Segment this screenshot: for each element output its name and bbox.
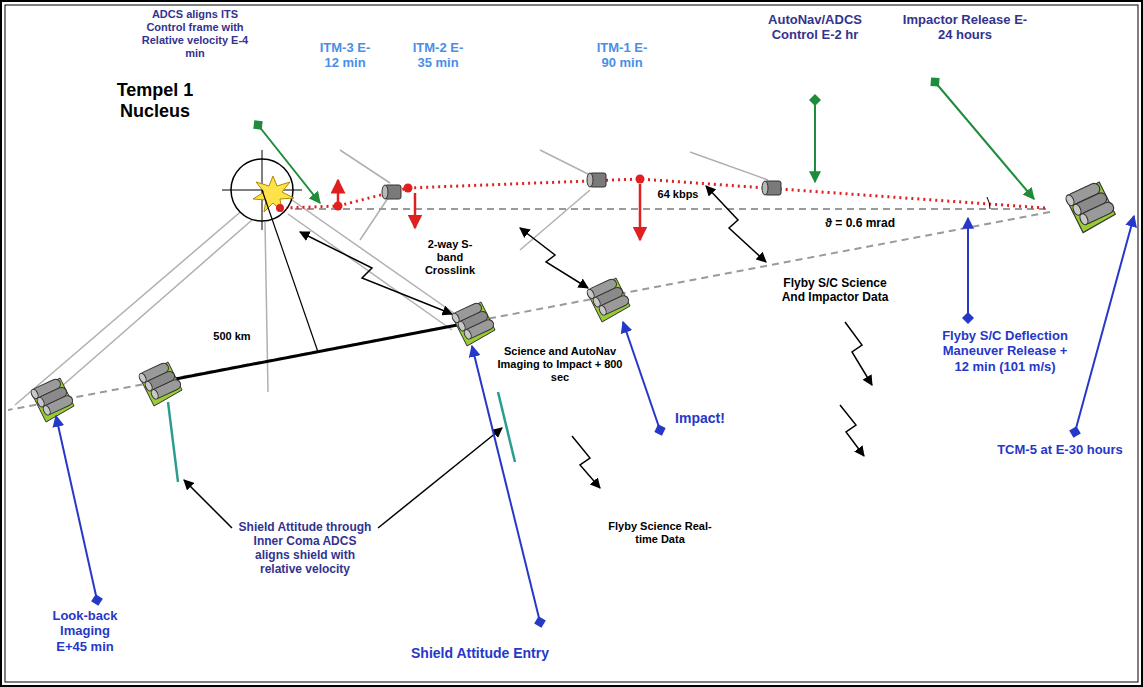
range-line: [160, 190, 473, 382]
callout-arrow: [184, 428, 502, 528]
annotation-label: Impact!: [673, 410, 727, 427]
flyby-spacecraft: [451, 300, 495, 346]
leader-line: [258, 125, 320, 203]
impactor-path: [636, 175, 645, 184]
annotation-label: ϑ = 0.6 mrad: [823, 216, 897, 230]
flyby-spacecraft: [30, 180, 1116, 422]
range-line: [262, 190, 318, 352]
leader-line: [472, 346, 540, 622]
crosslink-arrow: [572, 436, 600, 488]
annotation-label: ITM-1 E-90 min: [589, 40, 655, 71]
sight-lines: [690, 152, 768, 180]
flyby-spacecraft: [586, 276, 630, 322]
annotation-label: Flyby S/C Science And Impactor Data: [771, 276, 899, 304]
annotation-label: 2-way S-band Crosslink: [419, 238, 481, 277]
annotation-label: Science and AutoNav Imaging to Impact + …: [490, 345, 630, 384]
maneuver-arrow: [414, 193, 417, 228]
leader-line: [1075, 216, 1134, 432]
crosslink-arrow: [706, 186, 766, 262]
leader-line: [935, 82, 1034, 199]
impactor-spacecraft: [382, 173, 781, 199]
annotation-label: Shield Attitude through Inner Coma ADCS …: [235, 520, 375, 577]
sight-lines: [520, 190, 590, 250]
shield-line: [168, 392, 515, 482]
comet-nucleus: [253, 176, 294, 212]
impactor-spacecraft: [762, 181, 781, 195]
maneuver-arrow: [337, 180, 340, 203]
annotation-label: Tempel 1 Nucleus: [105, 80, 205, 122]
impactor-path: [404, 184, 413, 193]
leader-line: [56, 216, 1134, 622]
trajectory-lines: [8, 212, 1050, 410]
impactor-spacecraft: [382, 185, 401, 199]
sight-lines: [340, 150, 390, 183]
leader-line: [967, 218, 969, 318]
callout-arrow: [184, 480, 232, 528]
flyby-spacecraft: [1065, 180, 1116, 233]
crosslink-arrow: [845, 322, 872, 385]
annotation-label: ADCS aligns ITS Control frame with Relat…: [132, 8, 258, 60]
crosslink-arrow: [300, 186, 872, 488]
annotation-label: 64 kbps: [656, 188, 701, 201]
leader-line: [56, 416, 97, 600]
trajectory-lines: [8, 209, 1050, 410]
sight-lines: [15, 208, 245, 405]
callout-arrow: [378, 428, 502, 528]
comet-nucleus: [276, 204, 284, 212]
sight-lines: [540, 150, 592, 176]
maneuver-arrow: [338, 180, 640, 240]
annotation-label: ITM-3 E-12 min: [312, 40, 378, 71]
annotation-label: Flyby S/C Deflection Maneuver Release + …: [937, 328, 1073, 374]
frame: [5, 5, 1138, 682]
leader-line: [814, 100, 816, 182]
shield-line: [168, 402, 178, 482]
annotation-label: Impactor Release E-24 hours: [897, 12, 1033, 43]
impactor-path: [286, 175, 1045, 211]
annotation-label: 500 km: [211, 330, 252, 343]
flyby-spacecraft: [30, 376, 74, 422]
range-line: [160, 322, 473, 382]
flyby-spacecraft: [138, 360, 182, 406]
angle-arc: [987, 197, 990, 209]
leader-line: [258, 82, 1034, 203]
crosslink-arrow: [520, 228, 588, 288]
sight-lines: [15, 150, 768, 405]
annotation-label: Flyby Science Real-time Data: [604, 520, 716, 546]
annotation-label: ITM-2 E-35 min: [405, 40, 471, 71]
shield-line: [498, 392, 515, 462]
sight-lines: [62, 220, 252, 386]
sight-lines: [265, 222, 268, 392]
impactor-spacecraft: [587, 173, 606, 187]
annotation-label: AutoNav/ADCS Control E-2 hr: [762, 12, 868, 43]
annotation-label: TCM-5 at E-30 hours: [995, 442, 1125, 457]
sight-lines: [360, 198, 388, 240]
impactor-path: [286, 179, 1045, 208]
trajectory-lines: [295, 208, 1050, 210]
annotation-label: Shield Attitude Entry: [409, 645, 551, 662]
crosslink-arrow: [840, 405, 864, 456]
annotation-label: Look-back Imaging E+45 min: [44, 608, 126, 654]
maneuver-arrow: [639, 184, 642, 240]
